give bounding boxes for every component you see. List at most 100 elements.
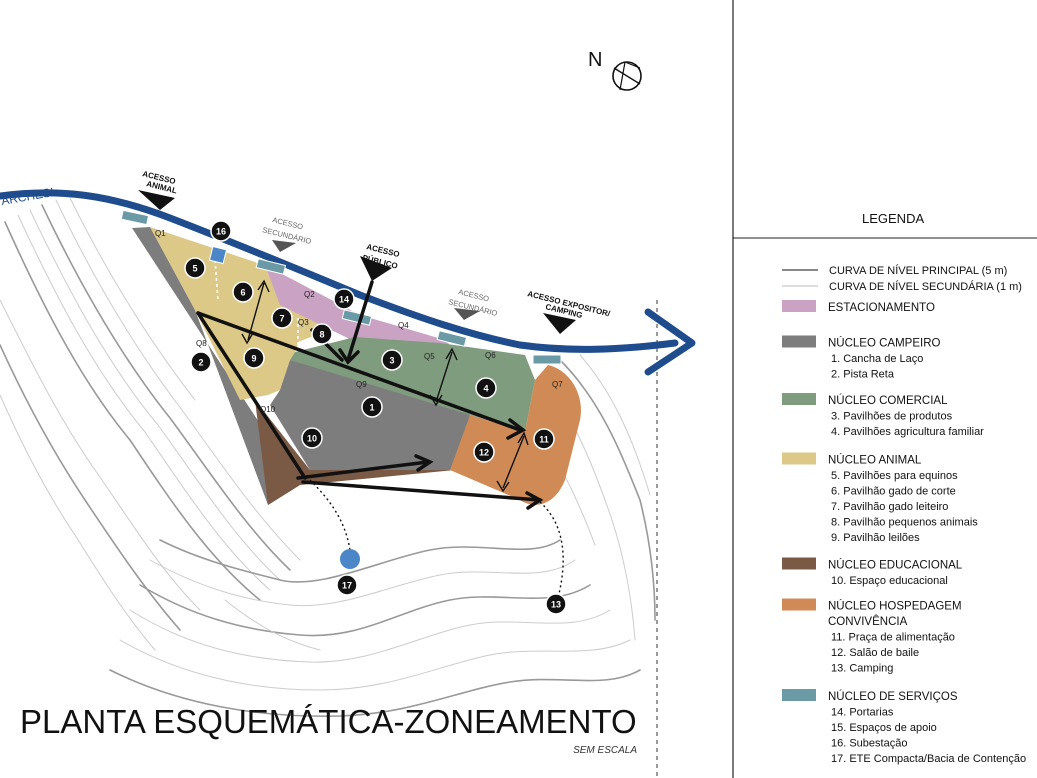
marker-circle: [545, 593, 567, 615]
contour-main: [109, 669, 641, 717]
zone-number-marker: 17: [336, 574, 358, 596]
legend-swatch: [782, 689, 816, 701]
legend-item: 9. Pavilhão leilões: [831, 532, 920, 544]
block-label: Q4: [398, 321, 409, 330]
marker-number: 4: [483, 384, 488, 394]
arrow-head-icon: [517, 431, 529, 446]
north-label: N: [588, 49, 602, 71]
zone-number-marker: 1: [361, 396, 383, 418]
subestacao: [208, 245, 228, 265]
marker-circle: [232, 281, 254, 303]
contour-minor: [579, 354, 651, 496]
zone-number-marker: 5: [184, 257, 206, 279]
arrow: [196, 311, 522, 432]
legend-item: 11. Praça de alimentação: [831, 632, 955, 644]
zone-number-marker: 6: [232, 281, 254, 303]
zone-number-marker: 9: [243, 347, 265, 369]
contour-main: [159, 539, 561, 583]
marker-number: 3: [389, 356, 394, 366]
path-camping: [539, 501, 564, 599]
marker-number: 2: [198, 358, 203, 368]
portaria-expositor: [532, 354, 562, 365]
north-needle: [619, 61, 626, 91]
contour-minor: [69, 197, 196, 401]
road-name: ARCHESI: [0, 185, 55, 208]
contour-minor: [0, 394, 156, 651]
block-label: Q5: [424, 352, 435, 361]
legend-swatch: [782, 393, 816, 405]
arrow: [196, 311, 307, 480]
legend-line-entry: CURVA DE NÍVEL PRINCIPAL (5 m): [782, 264, 1007, 277]
contour-lines: [0, 197, 656, 717]
marker-circle: [336, 574, 358, 596]
access-secondary-icon: [272, 240, 296, 252]
contour-minor: [129, 609, 611, 663]
legend-item: 6. Pavilhão gado de corte: [831, 486, 956, 498]
service-rects: [120, 209, 562, 365]
legend-line-label: CURVA DE NÍVEL SECUNDÁRIA (1 m): [829, 280, 1022, 293]
block-label: Q8: [196, 339, 207, 348]
block-label: Q6: [485, 351, 496, 360]
north-circle: [612, 61, 642, 91]
legend-item: 1. Cancha de Laço: [831, 353, 923, 365]
marker-circle: [243, 347, 265, 369]
marker-circle: [381, 349, 403, 371]
double-arrow: [247, 282, 265, 341]
contour-minor: [0, 299, 201, 611]
marker-circle: [333, 288, 355, 310]
arrow: [296, 460, 430, 480]
marker-number: 16: [216, 227, 226, 237]
arrow-head-icon: [496, 480, 510, 493]
portaria-q1: [120, 209, 150, 226]
north-needle: [624, 61, 641, 69]
legend-item: 2. Pista Reta: [831, 369, 895, 381]
access-public-icon: [360, 256, 392, 281]
arrow-head-icon: [506, 418, 527, 440]
marker-circle: [361, 396, 383, 418]
legend: CURVA DE NÍVEL PRINCIPAL (5 m) CURVA DE N…: [782, 264, 1026, 765]
marker-number: 7: [279, 314, 284, 324]
zone-number-marker: 13: [545, 593, 567, 615]
marker-number: 6: [240, 288, 245, 298]
contour-main: [0, 344, 181, 631]
page-subtitle: SEM ESCALA: [573, 745, 637, 756]
legend-swatch: [782, 452, 816, 465]
legend-item: 14. Portarias: [831, 707, 894, 719]
marker-number: 8: [319, 330, 324, 340]
legend-group-title: NÚCLEO EDUCACIONAL: [828, 559, 963, 572]
block-label: Q3: [298, 318, 309, 327]
legend-item: 15. Espaços de apoio: [831, 722, 937, 734]
marker-circle: [475, 377, 497, 399]
marker-number: 11: [539, 435, 549, 445]
legend-group-title: NÚCLEO ANIMAL: [828, 454, 922, 467]
marker-number: 13: [551, 600, 561, 610]
double-arrow: [502, 435, 525, 489]
legend-item: 13. Camping: [831, 663, 893, 675]
zone-number-marker: 16: [210, 220, 232, 242]
legend-item: 8. Pavilhão pequenos animais: [831, 517, 978, 529]
legend-item: 3. Pavilhões de produtos: [831, 411, 953, 423]
road-arrow-icon: [644, 308, 696, 376]
zone-number-marker: 12: [473, 441, 495, 463]
arrow-head-icon: [241, 332, 254, 345]
marker-number: 14: [339, 295, 349, 305]
zone-number-marker: 7: [271, 307, 293, 329]
arrow-head-icon: [525, 491, 544, 510]
access-animal-icon: [138, 190, 175, 210]
circulation-arrows: [196, 280, 544, 510]
path-ete: [309, 479, 351, 551]
arrow-head-icon: [445, 347, 458, 361]
portaria-q5: [436, 330, 468, 347]
legend-group-title: NÚCLEO COMERCIAL: [828, 394, 948, 407]
zone-number-marker: 10: [301, 427, 323, 449]
arrow: [346, 280, 374, 362]
marker-circle: [271, 307, 293, 329]
legend-line-entry: CURVA DE NÍVEL SECUNDÁRIA (1 m): [782, 280, 1022, 293]
block-labels: Q1 Q2 Q3 Q4 Q5 Q6 Q7 Q8 Q9 Q10: [155, 229, 563, 414]
access-expositor-icon: [543, 313, 576, 334]
arrow-head-icon: [429, 394, 443, 407]
legend-item: 16. Subestação: [831, 738, 907, 750]
dimension-arrows: [241, 279, 529, 493]
